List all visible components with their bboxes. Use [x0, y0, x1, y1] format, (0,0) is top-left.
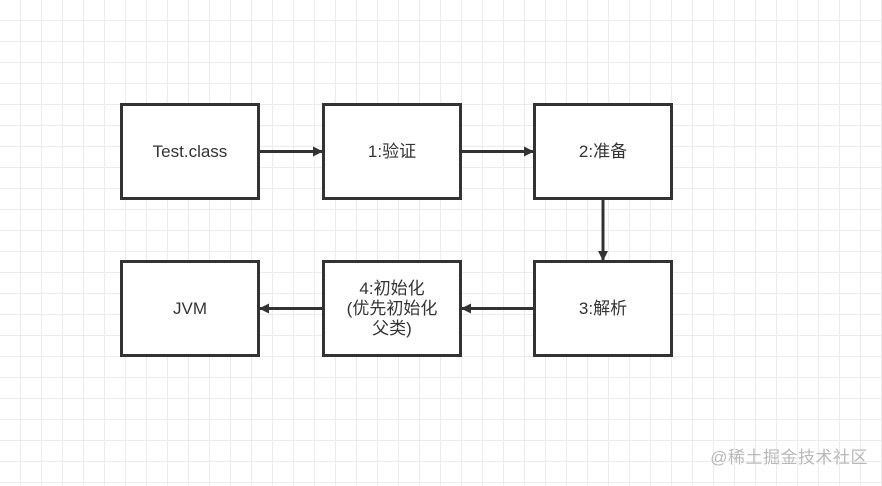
- node-verify[interactable]: 1:验证: [322, 103, 462, 200]
- node-label: JVM: [173, 298, 207, 318]
- node-initialize[interactable]: 4:初始化 (优先初始化 父类): [322, 260, 462, 357]
- watermark: @稀土掘金技术社区: [710, 448, 868, 467]
- node-prepare[interactable]: 2:准备: [533, 103, 673, 200]
- node-label: 3:解析: [578, 298, 628, 318]
- node-resolve[interactable]: 3:解析: [533, 260, 673, 357]
- node-jvm[interactable]: JVM: [120, 260, 260, 357]
- node-label: 1:验证: [367, 141, 417, 161]
- node-label: 2:准备: [578, 141, 628, 161]
- node-label: 4:初始化 (优先初始化 父类): [346, 278, 438, 338]
- node-label: Test.class: [152, 141, 228, 161]
- node-test-class[interactable]: Test.class: [120, 103, 260, 200]
